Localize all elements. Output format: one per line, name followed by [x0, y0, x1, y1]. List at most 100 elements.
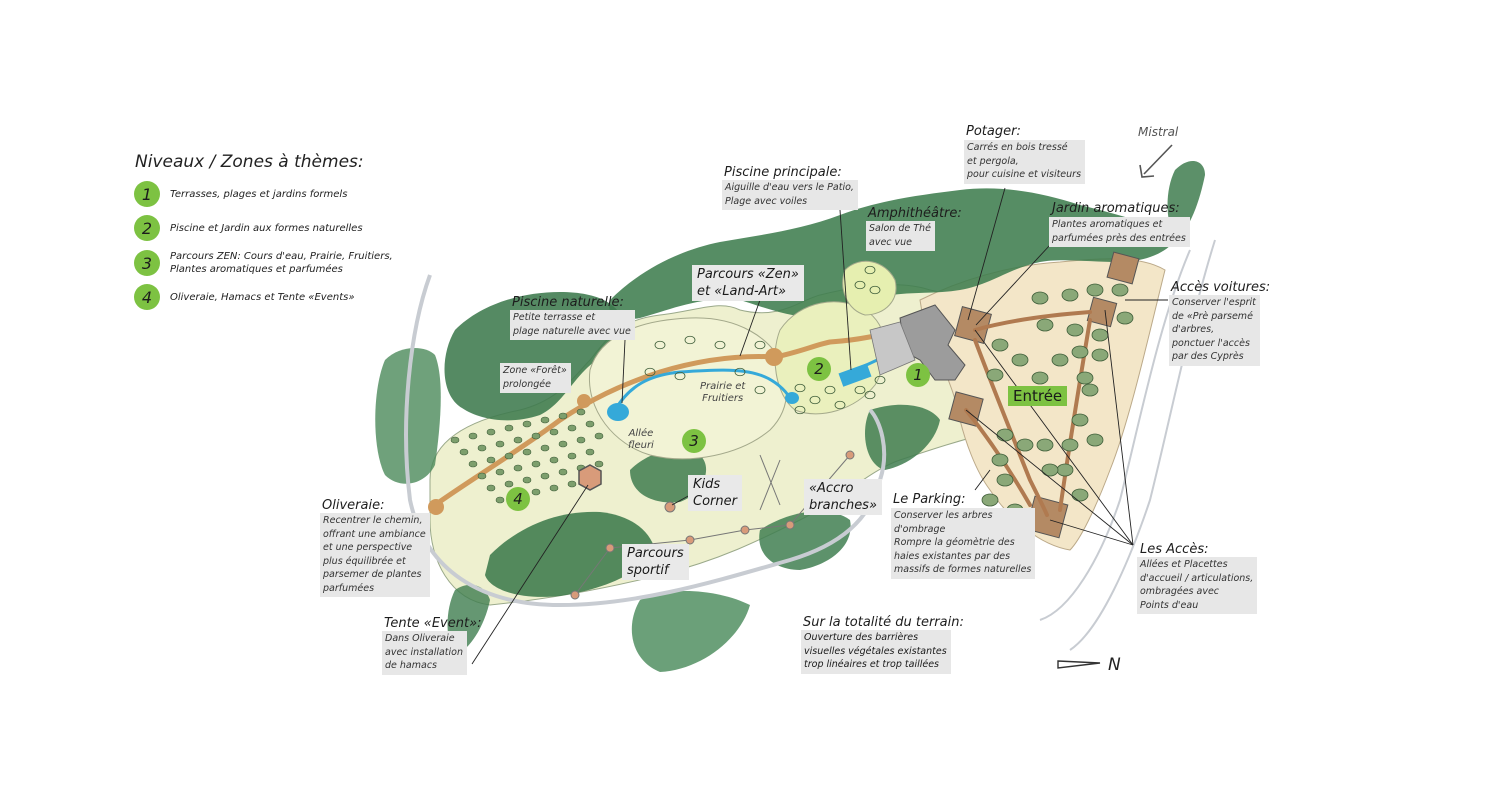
oliveraie-note: Recentrer le chemin, offrant une ambianc…: [320, 513, 430, 597]
acces-voitures-note: Conserver l'esprit de «Prè parsemé d'arb…: [1169, 295, 1260, 366]
olive-tree: [513, 464, 523, 472]
map-zone-number-4: 4: [506, 487, 530, 511]
entry-zone-trees: [981, 283, 1134, 517]
acces-voitures-title: Accès voitures:: [1171, 280, 1271, 295]
entry-tree: [1086, 283, 1104, 297]
entry-tree: [991, 338, 1009, 352]
fruit-tree: [824, 385, 836, 395]
fruit-tree: [794, 405, 806, 415]
legend-badge: 4: [134, 284, 160, 310]
hedge-east: [865, 404, 940, 470]
olive-tree: [486, 484, 496, 492]
natural-pool: [607, 403, 629, 421]
olive-tree: [585, 448, 595, 456]
entry-tree: [1071, 488, 1089, 502]
map-zone-number-1: 1: [906, 363, 930, 387]
entry-tree: [1036, 318, 1054, 332]
olive-tree: [558, 468, 568, 476]
olive-tree: [540, 416, 550, 424]
entry-tree: [1061, 438, 1079, 452]
hedge-south-1: [485, 511, 655, 597]
olive-tree: [558, 440, 568, 448]
olive-tree: [486, 456, 496, 464]
olive-tree: [513, 436, 523, 444]
fruit-tree: [864, 390, 876, 400]
amphitheatre-title: Amphithéâtre:: [868, 206, 962, 221]
olive-tree: [567, 452, 577, 460]
fruit-tree: [674, 371, 686, 381]
entry-tree: [1086, 433, 1104, 447]
path-node: [765, 348, 783, 366]
entry-tree: [1061, 288, 1079, 302]
olive-grove-trees: [450, 408, 604, 504]
olive-tree: [567, 480, 577, 488]
olive-tree: [594, 432, 604, 440]
main-pool: [838, 363, 872, 387]
fruit-tree: [754, 340, 766, 350]
entry-tree: [1031, 291, 1049, 305]
legend-item-3: 3 Parcours ZEN: Cours d'eau, Prairie, Fr…: [134, 250, 393, 276]
amphitheatre-note: Salon de Thé avec vue: [866, 221, 935, 251]
olive-tree: [549, 456, 559, 464]
olive-tree: [477, 444, 487, 452]
legend-title: Niveaux / Zones à thèmes:: [135, 152, 364, 172]
meadow-fruit-trees: [644, 265, 886, 415]
entry-tree: [1066, 323, 1084, 337]
olive-tree: [531, 488, 541, 496]
tente-event-note: Dans Oliveraie avec installation de hama…: [382, 631, 467, 675]
olive-tree: [549, 484, 559, 492]
olive-tree: [531, 432, 541, 440]
fruit-tree: [864, 265, 876, 275]
fruit-tree: [809, 395, 821, 405]
map-zone-number-3: 3: [682, 429, 706, 453]
piscine-principale-note: Aiguille d'eau vers le Patio, Plage avec…: [722, 180, 858, 210]
stream: [613, 368, 792, 411]
olive-tree: [504, 452, 514, 460]
tente-event-title: Tente «Event»:: [384, 616, 482, 631]
olive-tree: [558, 412, 568, 420]
legend-item-4: 4 Oliveraie, Hamacs et Tente «Events»: [134, 284, 355, 310]
kids-corner-label: Kids Corner: [688, 475, 742, 511]
entry-tree: [1091, 348, 1109, 362]
piscine-naturelle-title: Piscine naturelle:: [512, 295, 624, 310]
piscine-naturelle-note: Petite terrasse et plage naturelle avec …: [510, 310, 635, 340]
entry-tree: [981, 493, 999, 507]
north-arrow: [1057, 660, 1101, 669]
jardin-aromatiques-title: Jardin aromatiques:: [1052, 201, 1180, 216]
path-node: [428, 499, 444, 515]
fruit-tree: [714, 340, 726, 350]
allee-label: Allée fleuri: [628, 428, 654, 451]
entry-tree: [1011, 353, 1029, 367]
entry-tree: [1071, 413, 1089, 427]
entry-tree: [1031, 371, 1049, 385]
entry-tree: [1016, 438, 1034, 452]
fruit-tree: [794, 383, 806, 393]
main-path: [432, 327, 903, 508]
legend-item-2: 2 Piscine et Jardin aux formes naturelle…: [134, 215, 363, 241]
fruit-tree: [684, 335, 696, 345]
olive-tree: [450, 436, 460, 444]
fruit-tree: [874, 375, 886, 385]
leader-lines: [471, 187, 1168, 665]
entree-label: Entrée: [1008, 386, 1068, 406]
olive-tree: [567, 424, 577, 432]
totalite-title: Sur la totalité du terrain:: [803, 615, 964, 630]
event-tent: [578, 464, 602, 491]
north-label: N: [1108, 655, 1121, 675]
jardin-aromatiques-note: Plantes aromatiques et parfumées près de…: [1049, 217, 1190, 247]
olive-tree: [504, 480, 514, 488]
olive-tree: [522, 476, 532, 484]
parking-note: Conserver les arbres d'ombrage Rompre la…: [891, 508, 1036, 579]
entry-tree: [991, 453, 1009, 467]
olive-tree: [495, 468, 505, 476]
olive-tree: [522, 420, 532, 428]
olive-tree: [495, 496, 505, 504]
totalite-note: Ouverture des barrières visuelles végéta…: [801, 630, 951, 674]
potager-note: Carrés en bois tressé et pergola, pour c…: [964, 140, 1086, 184]
olive-tree: [594, 460, 604, 468]
piscine-principale-title: Piscine principale:: [724, 165, 842, 180]
olive-tree: [477, 472, 487, 480]
legend-text: Piscine et Jardin aux formes naturelles: [170, 222, 363, 234]
path-node: [577, 394, 591, 408]
entry-tree: [1076, 371, 1094, 385]
